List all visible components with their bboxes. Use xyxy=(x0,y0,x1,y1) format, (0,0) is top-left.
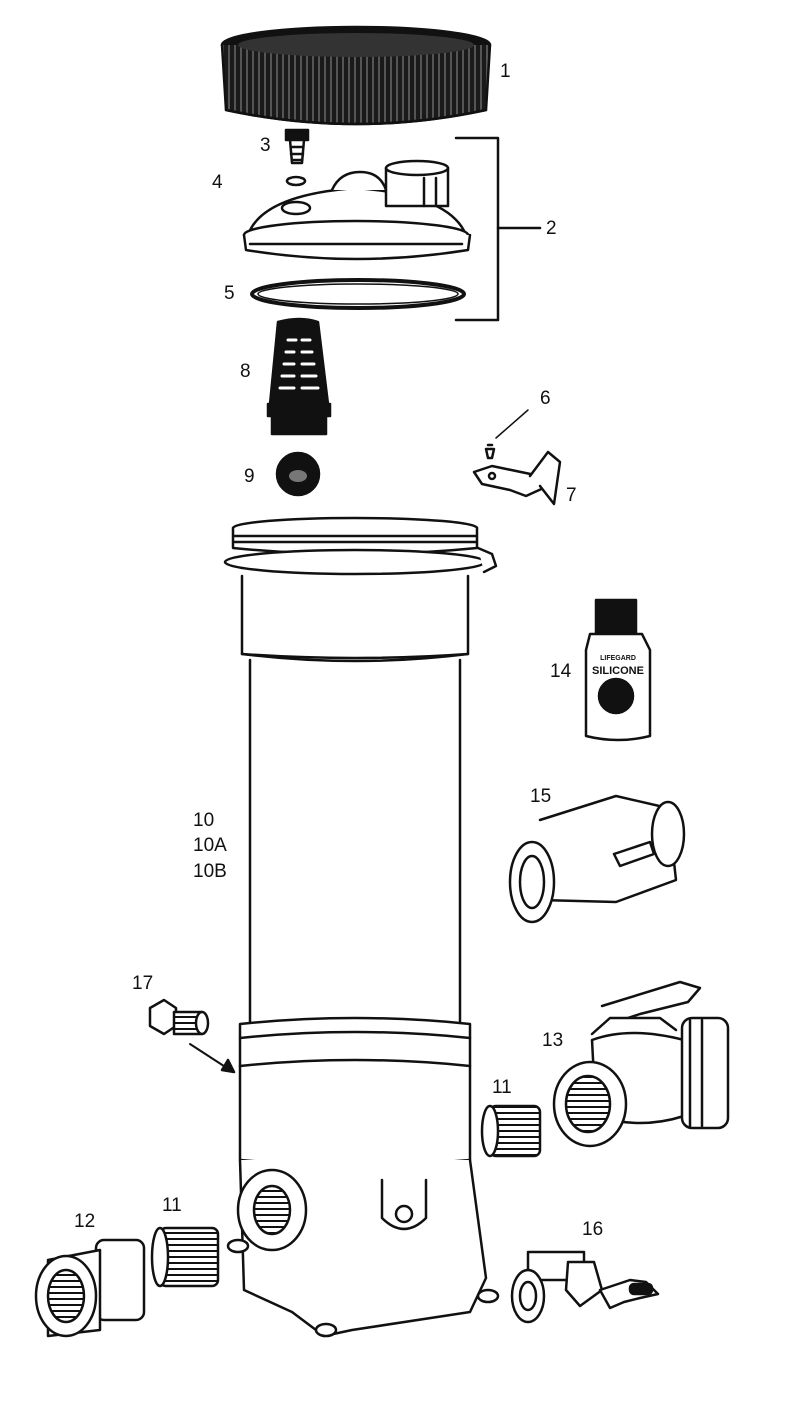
drain-valve-part xyxy=(510,1250,660,1324)
bottle-product-text: SILICONE xyxy=(592,665,644,677)
silicone-bottle-part xyxy=(584,598,652,742)
drain-plug-part xyxy=(148,998,236,1074)
threaded-nipple-right-part xyxy=(480,1104,542,1158)
ball-valve-part xyxy=(552,980,730,1148)
ball-part xyxy=(275,451,321,497)
bottle-brand-text: LIFEGARD xyxy=(600,655,636,662)
union-fitting-part xyxy=(34,1238,146,1338)
screw-part xyxy=(284,128,310,165)
strainer-part xyxy=(266,317,332,436)
clip-part xyxy=(472,450,562,506)
small-o-ring-part xyxy=(285,175,307,187)
filter-body-part xyxy=(223,516,500,1338)
check-valve-part xyxy=(508,794,686,924)
lid-ring-part xyxy=(220,25,492,126)
lid-assembly-part xyxy=(242,159,472,261)
large-o-ring-part xyxy=(250,278,466,310)
threaded-nipple-left-part xyxy=(150,1226,220,1288)
small-screw-part xyxy=(484,409,529,460)
